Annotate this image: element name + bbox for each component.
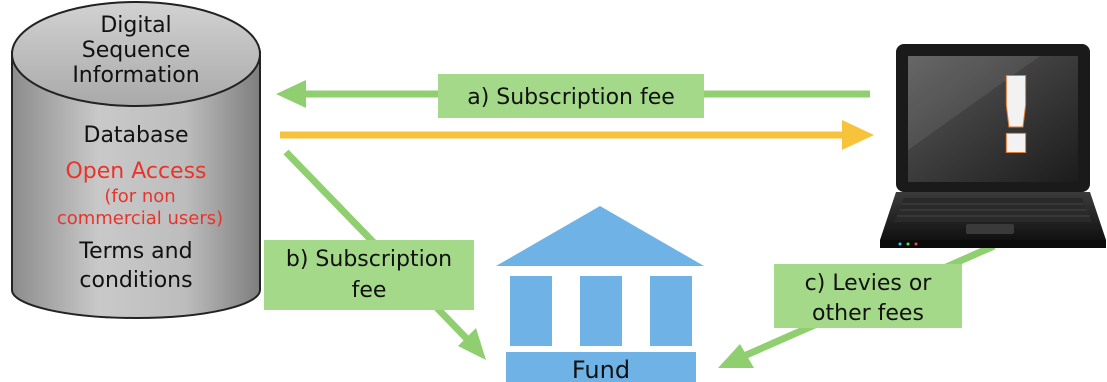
database-label: Database [84, 123, 189, 148]
open-access-label: Open Access [65, 159, 206, 184]
label-a-box: a) Subscription fee [438, 74, 704, 118]
label-b-text-line-2: fee [352, 278, 387, 303]
label-c-text-line-1: c) Levies or [805, 271, 933, 296]
label-c-text-line-2: other fees [812, 301, 924, 326]
dsi-line-1: Digital [100, 13, 171, 38]
dsi-line-3: Information [72, 63, 199, 88]
laptop-icon: ! [880, 44, 1106, 248]
label-b-box: b) Subscription fee [264, 240, 474, 310]
label-b-text-line-1: b) Subscription [286, 247, 452, 272]
laptop-warning-symbol: ! [992, 55, 1039, 177]
label-c-box: c) Levies or other fees [774, 264, 962, 328]
data-flow-arrow [280, 120, 874, 150]
terms-line-2: conditions [79, 268, 192, 293]
fund-building-icon: Fund [496, 206, 704, 382]
label-a-text: a) Subscription fee [467, 85, 675, 110]
database-cylinder: Digital Sequence Information Database Op… [11, 1, 261, 319]
terms-line-1: Terms and [78, 239, 192, 264]
fund-label: Fund [572, 356, 630, 382]
open-access-note-line-2: commercial users) [57, 208, 223, 229]
dsi-line-2: Sequence [82, 38, 191, 63]
open-access-note-line-1: (for non [104, 186, 175, 207]
